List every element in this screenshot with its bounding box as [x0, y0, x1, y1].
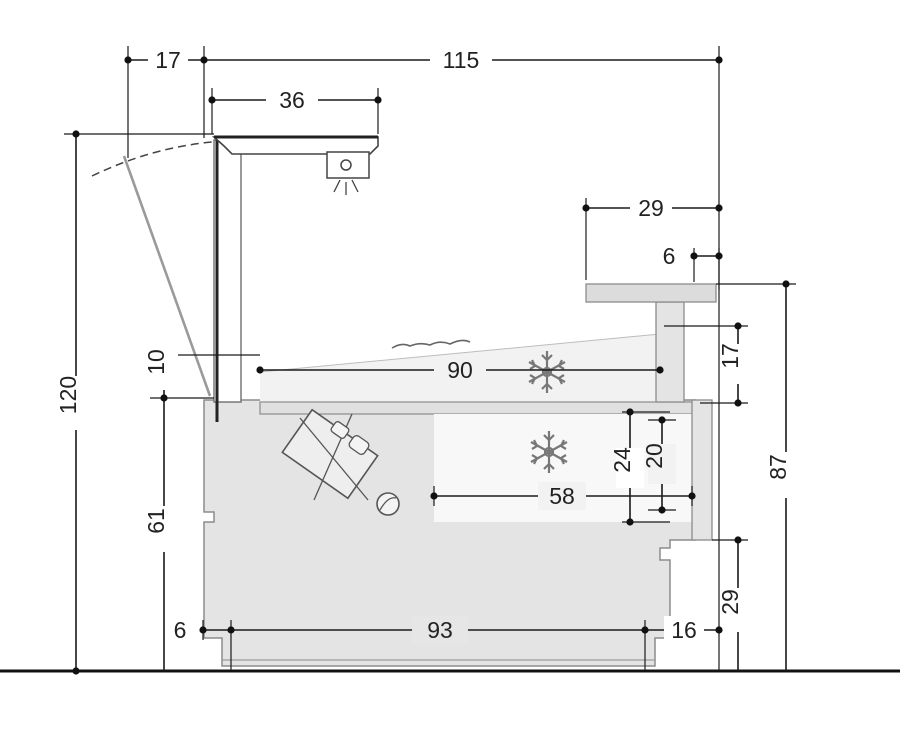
dim-93: 93: [427, 617, 453, 643]
dim-120: 120: [55, 376, 81, 414]
rear-door: [691, 399, 713, 541]
product-outline: [391, 339, 471, 349]
rear-column: [655, 301, 685, 403]
dim-17-top: 17: [155, 47, 181, 73]
label-backgrounds: [62, 46, 800, 644]
compressor-icon: [281, 408, 400, 516]
lamp-icon: [326, 151, 370, 195]
dim-115: 115: [443, 47, 480, 73]
dim-29-top: 29: [638, 195, 664, 221]
dim-24: 24: [609, 447, 635, 473]
dim-36: 36: [279, 87, 305, 113]
snowflake-icon: [528, 351, 566, 393]
dim-58: 58: [549, 483, 575, 509]
display-well-top-edge: [259, 333, 661, 373]
dim-16: 16: [671, 617, 697, 643]
snowflake-icon: [530, 431, 568, 473]
dim-29-bottom: 29: [717, 589, 743, 615]
dim-87: 87: [765, 454, 791, 480]
dimension-dots: [72, 56, 790, 675]
dim-90: 90: [447, 357, 473, 383]
dim-6-right: 6: [663, 243, 676, 269]
dim-17-right: 17: [717, 343, 743, 369]
front-glass: [122, 155, 212, 397]
glass-swing-arc: [91, 141, 213, 177]
dim-10: 10: [143, 349, 169, 375]
dim-61: 61: [143, 508, 169, 534]
dim-20: 20: [641, 443, 667, 469]
dim-6-bottom: 6: [174, 617, 187, 643]
rear-worktop: [585, 283, 717, 303]
